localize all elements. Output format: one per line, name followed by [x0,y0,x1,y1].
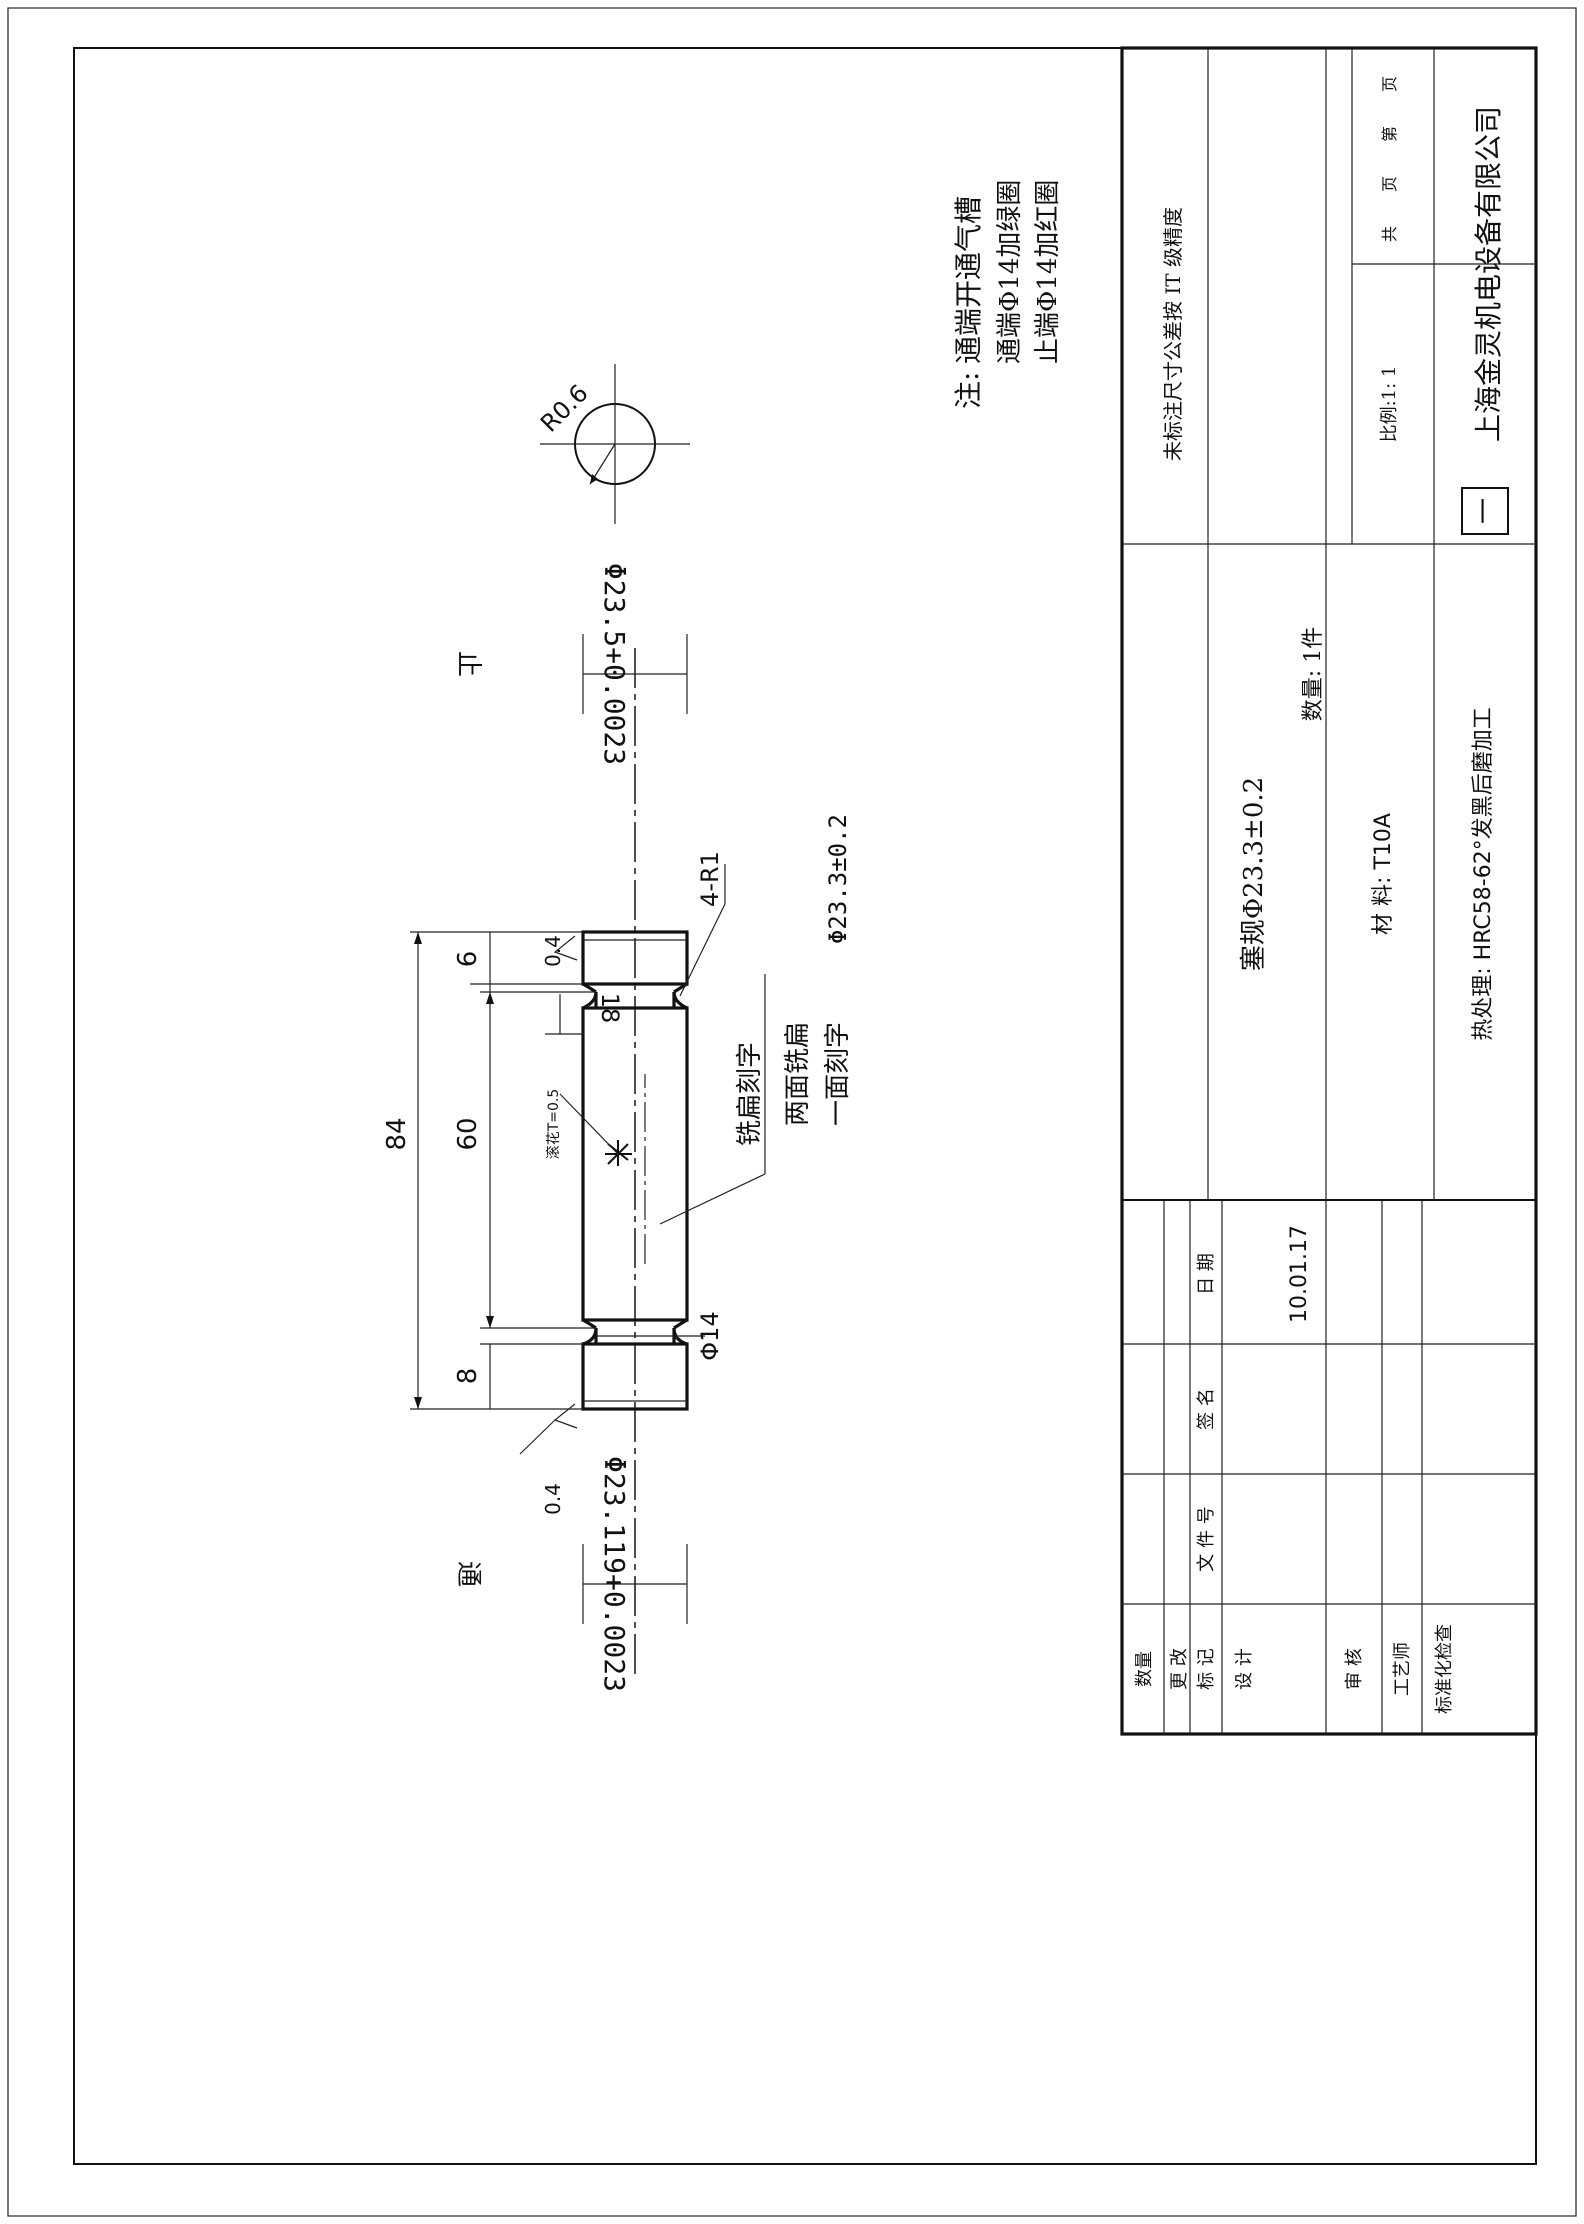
go-end-label: 通 [453,1561,483,1587]
dim-middle-text: 60 [453,1117,483,1150]
dim-go-land-text: 8 [453,1368,483,1385]
tb-row-review: 审 核 [1344,1648,1365,1690]
dim-fillet-text: 4-R1 [696,851,724,907]
stop-end-label: 止 [453,651,483,677]
tb-heat-treatment: 热处理: HRC58-62°发黑后磨加工 [1471,707,1496,1040]
tb-header-signature: 签 名 [1196,1388,1217,1430]
dim-neck-text: Φ14 [696,1311,724,1360]
dim-flat-text: 18 [596,993,624,1024]
note-line-3: 止端Φ14加红圈 [1033,180,1063,364]
dim-overall [410,931,583,1410]
flat-callout-leader [659,974,766,1225]
tb-header-doc: 文 件 号 [1196,1506,1217,1571]
tb-row-process: 工艺师 [1392,1642,1413,1696]
tb-row-design: 设 计 [1234,1648,1255,1690]
tb-sheet-no: 第 [1380,126,1399,142]
tb-header-change: 更 改 [1169,1648,1190,1690]
dim-flat [545,994,583,1035]
note-line-2: 通端Φ14加绿圈 [995,180,1025,364]
dim-fillet [679,864,726,997]
tb-sheets-total: 共 [1380,226,1399,242]
tb-header-date: 日 期 [1196,1253,1217,1295]
tb-tolerance-note: 未标注尺寸公差按 IT 级精度 [1161,207,1185,461]
stop-diameter-text: Φ23.5+0.0023 [598,563,631,765]
knurl-text: 滚花T=0.5 [545,1089,562,1160]
knurl-mark [559,1093,632,1166]
detail-view [540,364,690,524]
tb-material: 材 料: T10A [1371,813,1396,935]
one-face-text: 一面刻字 [823,1022,853,1126]
dim-overall-text: 84 [382,1117,412,1150]
go-diameter-text: Φ23.119+0.0023 [598,1456,631,1692]
dim-go-diameter [582,1544,688,1624]
chamfer-go-mark [519,1403,578,1455]
tb-part-name: 塞规Φ23.3±0.2 [1239,777,1269,971]
engrave-value-text: Φ23.3±0.2 [824,814,852,944]
both-flat-text: 两面铣扁 [783,1022,813,1126]
notes-block: 注: 通端开通气槽 通端Φ14加绿圈 止端Φ14加红圈 [952,180,1063,409]
dim-stop-land-text: 6 [453,951,483,968]
tb-design-date: 10.01.17 [1287,1225,1312,1323]
tb-header-count: 数量 [1134,1651,1155,1687]
tb-sheet-unit-2: 页 [1380,76,1399,92]
radius-label: R0.6 [535,379,594,438]
title-block [1120,46,1538,1736]
notes-label: 注: [952,372,985,409]
outer-border [7,7,1577,2217]
note-line-1: 通端开通气槽 [952,196,985,364]
tb-header-mark: 标 记 [1196,1648,1217,1690]
dim-go-land [480,1343,583,1409]
flat-engrave-text: 铣扁刻字 [735,1042,765,1146]
tb-company: 上海金灵机电设备有限公司 [1472,106,1505,442]
chamfer-stop-mark [553,935,578,961]
chamfer-go-text: 0.4 [541,1483,565,1515]
tb-quantity: 数量: 1件 [1301,627,1326,721]
tb-sheet-unit-1: 页 [1380,176,1399,192]
dim-middle [480,991,596,1329]
dim-stop-diameter [582,634,688,714]
chamfer-stop-text: 0.4 [541,935,565,967]
tb-scale: 比例:1: 1 [1379,366,1400,443]
dim-stop-land [470,932,583,992]
company-mark-box [1461,487,1509,535]
tb-row-standard: 标准化检查 [1434,1624,1455,1714]
company-mark: 一 [1470,498,1500,524]
